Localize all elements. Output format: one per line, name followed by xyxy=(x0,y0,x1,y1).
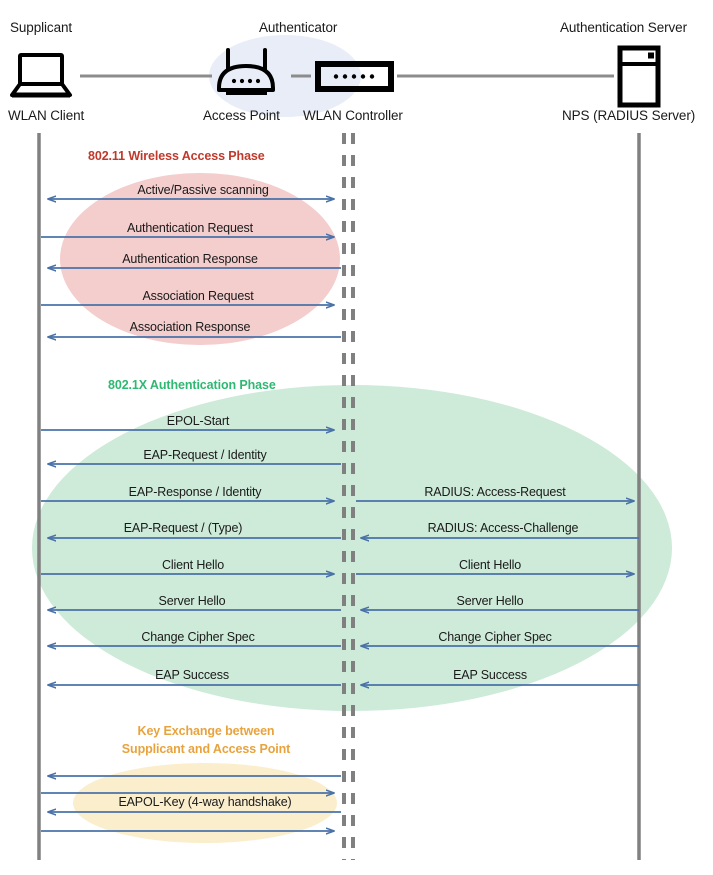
phase-80211-ellipse xyxy=(60,173,340,345)
message-label-client-hello-right: Client Hello xyxy=(458,558,522,572)
phase-key-ellipse xyxy=(73,763,337,843)
phase-8021x-arrows xyxy=(41,430,639,685)
message-label-authentication-response: Authentication Response xyxy=(122,252,258,266)
message-label-eap-success-left: EAP Success xyxy=(155,668,229,682)
phase-title-8021x: 802.1X Authentication Phase xyxy=(108,378,276,392)
message-label-server-hello-right: Server Hello xyxy=(456,594,524,608)
device-label-wlan-controller: WLAN Controller xyxy=(303,108,403,123)
phase-title-80211: 802.11 Wireless Access Phase xyxy=(88,149,265,163)
wlan-controller-icon xyxy=(315,61,394,92)
laptop-icon xyxy=(10,53,72,98)
phase-8021x-ellipse xyxy=(32,385,672,711)
message-label-eapol-key: EAPOL-Key (4-way handshake) xyxy=(118,795,292,809)
message-label-eap-response-identity: EAP-Response / Identity xyxy=(128,485,262,499)
message-label-authentication-request: Authentication Request xyxy=(127,221,253,235)
wireless-router-icon xyxy=(217,48,275,95)
device-label-access-point: Access Point xyxy=(203,108,280,123)
phase-title-key-exchange-line1: Key Exchange between xyxy=(137,724,275,738)
message-label-association-response: Association Response xyxy=(129,320,251,334)
message-label-association-request: Association Request xyxy=(142,289,254,303)
phase-title-key-exchange: Key Exchange between Supplicant and Acce… xyxy=(100,722,312,758)
device-label-wlan-client: WLAN Client xyxy=(8,108,85,123)
message-label-radius-access-request: RADIUS: Access-Request xyxy=(424,485,566,499)
message-label-change-cipher-spec-left: Change Cipher Spec xyxy=(141,630,255,644)
server-icon xyxy=(617,45,661,108)
role-label-authenticator: Authenticator xyxy=(259,20,338,35)
phase-title-key-exchange-line2: Supplicant and Access Point xyxy=(121,742,291,757)
message-label-server-hello-left: Server Hello xyxy=(158,594,226,608)
device-label-nps-radius-server: NPS (RADIUS Server) xyxy=(562,108,696,123)
message-label-active-passive-scanning: Active/Passive scanning xyxy=(137,183,269,197)
phase-80211-arrows xyxy=(41,199,341,337)
message-label-radius-access-challenge: RADIUS: Access-Challenge xyxy=(427,521,579,535)
phase-key-arrows xyxy=(41,776,341,831)
role-label-supplicant: Supplicant xyxy=(10,20,73,35)
message-label-eap-request-identity: EAP-Request / Identity xyxy=(143,448,267,462)
message-label-epol-start: EPOL-Start xyxy=(166,414,230,428)
role-label-authentication-server: Authentication Server xyxy=(560,20,687,35)
message-label-eap-success-right: EAP Success xyxy=(453,668,527,682)
message-label-change-cipher-spec-right: Change Cipher Spec xyxy=(438,630,552,644)
message-label-eap-request-type: EAP-Request / (Type) xyxy=(123,521,243,535)
authenticator-group-ellipse xyxy=(209,35,361,117)
message-label-client-hello-left: Client Hello xyxy=(161,558,225,572)
